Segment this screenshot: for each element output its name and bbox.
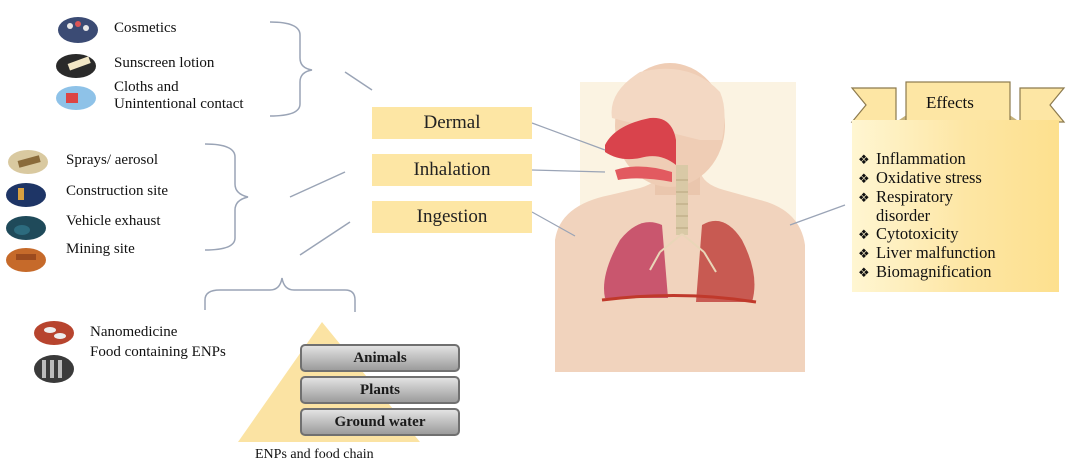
route-box-dermal: Dermal <box>372 107 532 139</box>
effect-item-disorder: disorder <box>858 207 996 225</box>
pills-icon <box>34 321 74 345</box>
bullet-icon: ❖ <box>858 170 876 188</box>
bullet-icon: ❖ <box>858 245 876 263</box>
bullet-icon: ❖ <box>858 226 876 244</box>
inhalation-connector <box>290 172 345 197</box>
food-chain-caption: ENPs and food chain <box>255 446 374 463</box>
source-label-construction-site: Construction site <box>66 183 168 200</box>
source-thumbnails <box>6 17 98 383</box>
food-chain-plants: Plants <box>300 376 460 404</box>
human-body-illustration <box>555 63 805 372</box>
source-label-sprays: Sprays/ aerosol <box>66 152 158 169</box>
dermal-connector <box>345 72 372 90</box>
inhalation-sources-bracket <box>205 144 248 250</box>
source-label-unintentional-contact: Unintentional contact <box>114 96 244 113</box>
construction-site-icon <box>6 183 46 207</box>
food-chain-ground-water: Ground water <box>300 408 460 436</box>
source-label-mining-site: Mining site <box>66 241 135 258</box>
route-box-ingestion: Ingestion <box>372 201 532 233</box>
source-label-nanomedicine: Nanomedicine <box>90 324 177 341</box>
effect-item-biomagnification: ❖Biomagnification <box>858 263 996 282</box>
source-label-cloths: Cloths and <box>114 79 179 96</box>
cosmetics-palette-icon <box>58 17 98 43</box>
effects-title: Effects <box>926 94 974 111</box>
effect-item-cytotoxicity: ❖Cytotoxicity <box>858 225 996 244</box>
ingestion-sources-bracket <box>205 278 355 312</box>
food-chain-animals: Animals <box>300 344 460 372</box>
dermal-sources-bracket <box>270 22 312 116</box>
source-label-food-containing-enps: Food containing ENPs <box>90 344 226 361</box>
source-label-sunscreen: Sunscreen lotion <box>114 55 214 72</box>
ingestion-connector <box>300 222 350 255</box>
effect-item-inflammation: ❖Inflammation <box>858 150 996 169</box>
effect-item-liver-malfunction: ❖Liver malfunction <box>858 244 996 263</box>
effect-item-respiratory: ❖Respiratory <box>858 188 996 207</box>
source-label-cosmetics: Cosmetics <box>114 20 177 37</box>
effects-leader <box>790 205 845 225</box>
effects-list: ❖Inflammation ❖Oxidative stress ❖Respira… <box>858 150 996 282</box>
bullet-icon: ❖ <box>858 189 876 207</box>
source-label-vehicle-exhaust: Vehicle exhaust <box>66 213 161 230</box>
route-box-inhalation: Inhalation <box>372 154 532 186</box>
effect-item-oxidative-stress: ❖Oxidative stress <box>858 169 996 188</box>
bullet-icon: ❖ <box>858 151 876 169</box>
bullet-icon: ❖ <box>858 264 876 282</box>
